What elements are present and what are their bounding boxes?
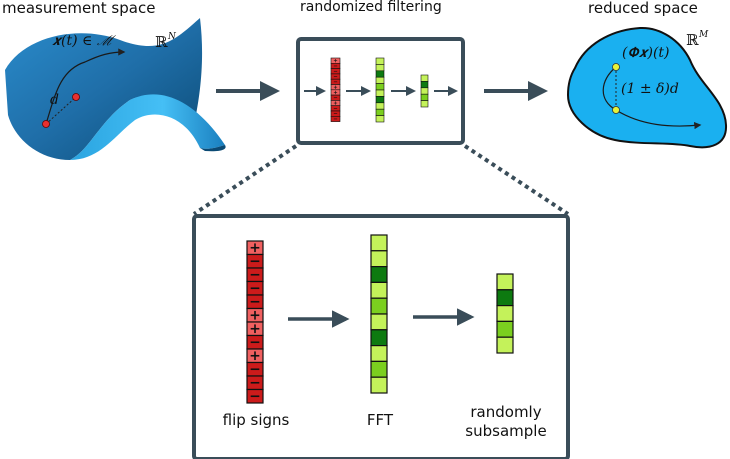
mini-flip-signs-cell [330,105,341,112]
mini-flip-signs-cell [330,57,341,64]
mini-subsample-cell [420,93,429,101]
randomly-label: randomly [470,403,541,421]
fft-cell [370,345,388,363]
flip-signs-cell [246,375,264,391]
fft-label: FFT [367,411,394,429]
mini-fft-cell [375,76,385,84]
zoom-line-left [192,144,298,216]
fft-cell [370,250,388,268]
fft-cell [370,297,388,315]
point-right-b [612,106,620,114]
plus-icon [250,310,260,320]
mini-flip-signs-cell [330,116,341,122]
fft-cell [370,266,388,284]
flip-signs-cell [246,240,264,256]
mini-subsample-cell [420,87,429,95]
subsample-cell [496,320,514,338]
space-label-right: ℝ [686,31,699,49]
detail-vectors [246,234,514,404]
flip-signs-cell [246,253,264,269]
curve-label-left: 𝒙(t) ∈ ℳ [52,33,117,49]
flip-signs-cell [246,321,264,337]
space-exp-right: M [698,30,709,40]
zoom-line-right [463,144,570,216]
flip-signs-cell [246,294,264,310]
reduced-space-blob [566,26,728,149]
mini-flip-signs-cell [330,94,341,101]
plus-icon [333,58,338,63]
subsample-cell [496,336,514,354]
space-exp-left: N [167,32,177,42]
flip-signs-cell [246,388,264,404]
distance-label-left: d [50,92,59,108]
point-right-a [612,63,620,71]
reduced-space-title: reduced space [588,0,698,17]
mini-flip-signs-cell [330,110,341,117]
mini-fft-cell [375,70,385,78]
mini-flip-signs-cell [330,68,341,75]
mini-flip-signs-cell [330,62,341,69]
flip-signs-cell [246,280,264,296]
plus-icon [333,90,338,95]
fft-cell [370,376,388,394]
mini-subsample-cell [420,100,429,108]
plus-icon [250,324,260,334]
mini-flip-signs-cell [330,73,341,80]
mini-subsample-cell [420,81,429,89]
mini-fft-cell [375,115,385,123]
distance-line-left [45,96,77,125]
flip-signs-cell [246,334,264,350]
point-left-b [72,93,80,101]
mini-flip-signs-cell [330,89,341,96]
flip-signs-cell [246,307,264,323]
flip-signs-label: flip signs [223,411,290,429]
subsample-cell [496,289,514,307]
space-label-left: ℝ [155,33,168,51]
flip-signs-cell [246,361,264,377]
subsample-cell [496,273,514,291]
mini-fft-cell [375,89,385,97]
plus-icon [333,85,338,89]
manifold-curve [45,48,126,125]
mini-flip-signs-cell [330,100,341,107]
curve-label-right: (𝚽𝒙)(t) [622,45,670,61]
measurement-space-title: measurement space [2,0,156,17]
plus-icon [250,243,260,253]
randomized-filtering-title: randomized filtering [300,0,442,15]
fft-cell [370,329,388,347]
mini-subsample-cell [420,74,429,82]
fft-cell [370,281,388,299]
mini-vectors [330,57,429,123]
measurement-surface [5,18,226,160]
flip-signs-cell [246,267,264,283]
distance-label-right: (1 ± δ)d [621,81,679,97]
plus-icon [333,101,338,105]
fft-cell [370,313,388,331]
fft-cell [370,234,388,252]
mini-fft-cell [375,83,385,91]
point-left-a [42,120,50,128]
mini-fft-cell [375,64,385,72]
mini-fft-cell [375,57,385,65]
mini-flip-signs-cell [330,84,341,91]
mini-fft-cell [375,102,385,110]
subsample-label: subsample [465,422,546,440]
fft-cell [370,360,388,378]
flip-signs-cell [246,348,264,364]
subsample-cell [496,305,514,323]
mini-fft-cell [375,108,385,116]
plus-icon [250,351,260,361]
mini-flip-signs-cell [330,78,341,85]
mini-fft-cell [375,96,385,104]
